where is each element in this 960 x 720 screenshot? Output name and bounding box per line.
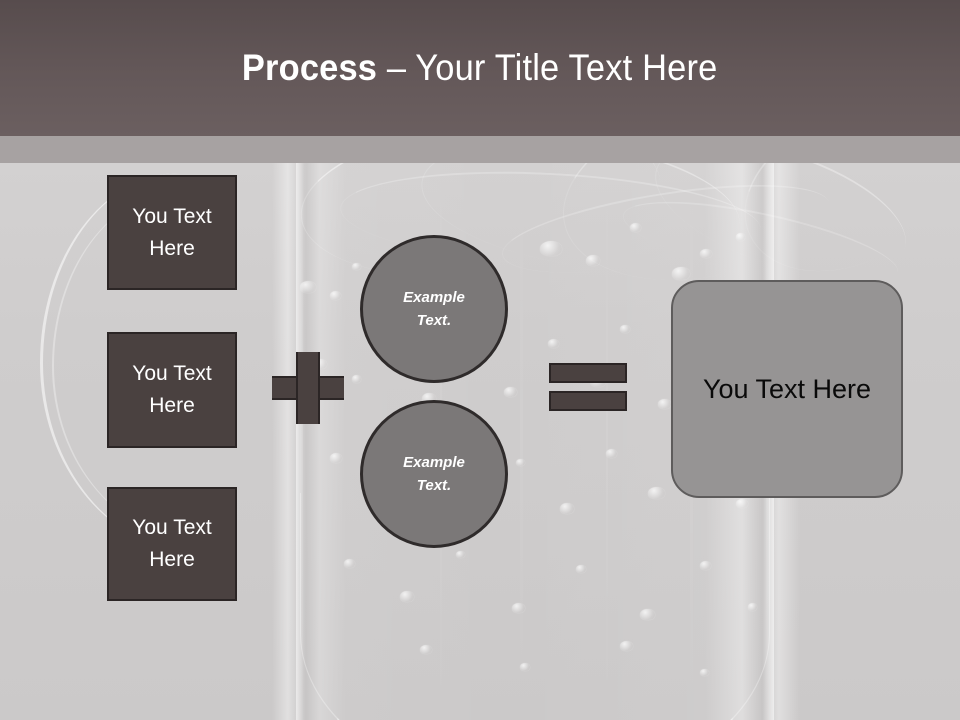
equals-operator-icon [549,363,627,411]
example-circle-2-line2: Text. [416,477,452,494]
step-box-2[interactable]: You Text Here [107,332,237,448]
glass-rim-left-curve-secondary [52,191,292,541]
plus-center-fill [298,378,318,398]
page-title: Process – Your Title Text Here [242,47,718,89]
title-underline-band [0,136,960,163]
equals-top-bar [549,363,627,383]
title-bar: Process – Your Title Text Here [0,0,960,136]
example-circle-2[interactable]: Example Text. [360,400,508,548]
step-box-1[interactable]: You Text Here [107,175,237,290]
plus-operator-icon [272,352,344,424]
title-rest-part: – Your Title Text Here [377,47,718,88]
result-box[interactable]: You Text Here [671,280,903,498]
equals-bottom-bar [549,391,627,411]
glass-inner-left-highlight [296,163,306,720]
title-bold-part: Process [242,47,378,88]
glass-base-curve [300,493,770,720]
example-circle-1-line1: Example [403,289,465,306]
example-circle-2-line1: Example [403,454,465,471]
example-circle-1-line2: Text. [416,312,452,329]
glass-rim-left-curve [40,173,290,553]
example-circle-1[interactable]: Example Text. [360,235,508,383]
step-box-3[interactable]: You Text Here [107,487,237,601]
